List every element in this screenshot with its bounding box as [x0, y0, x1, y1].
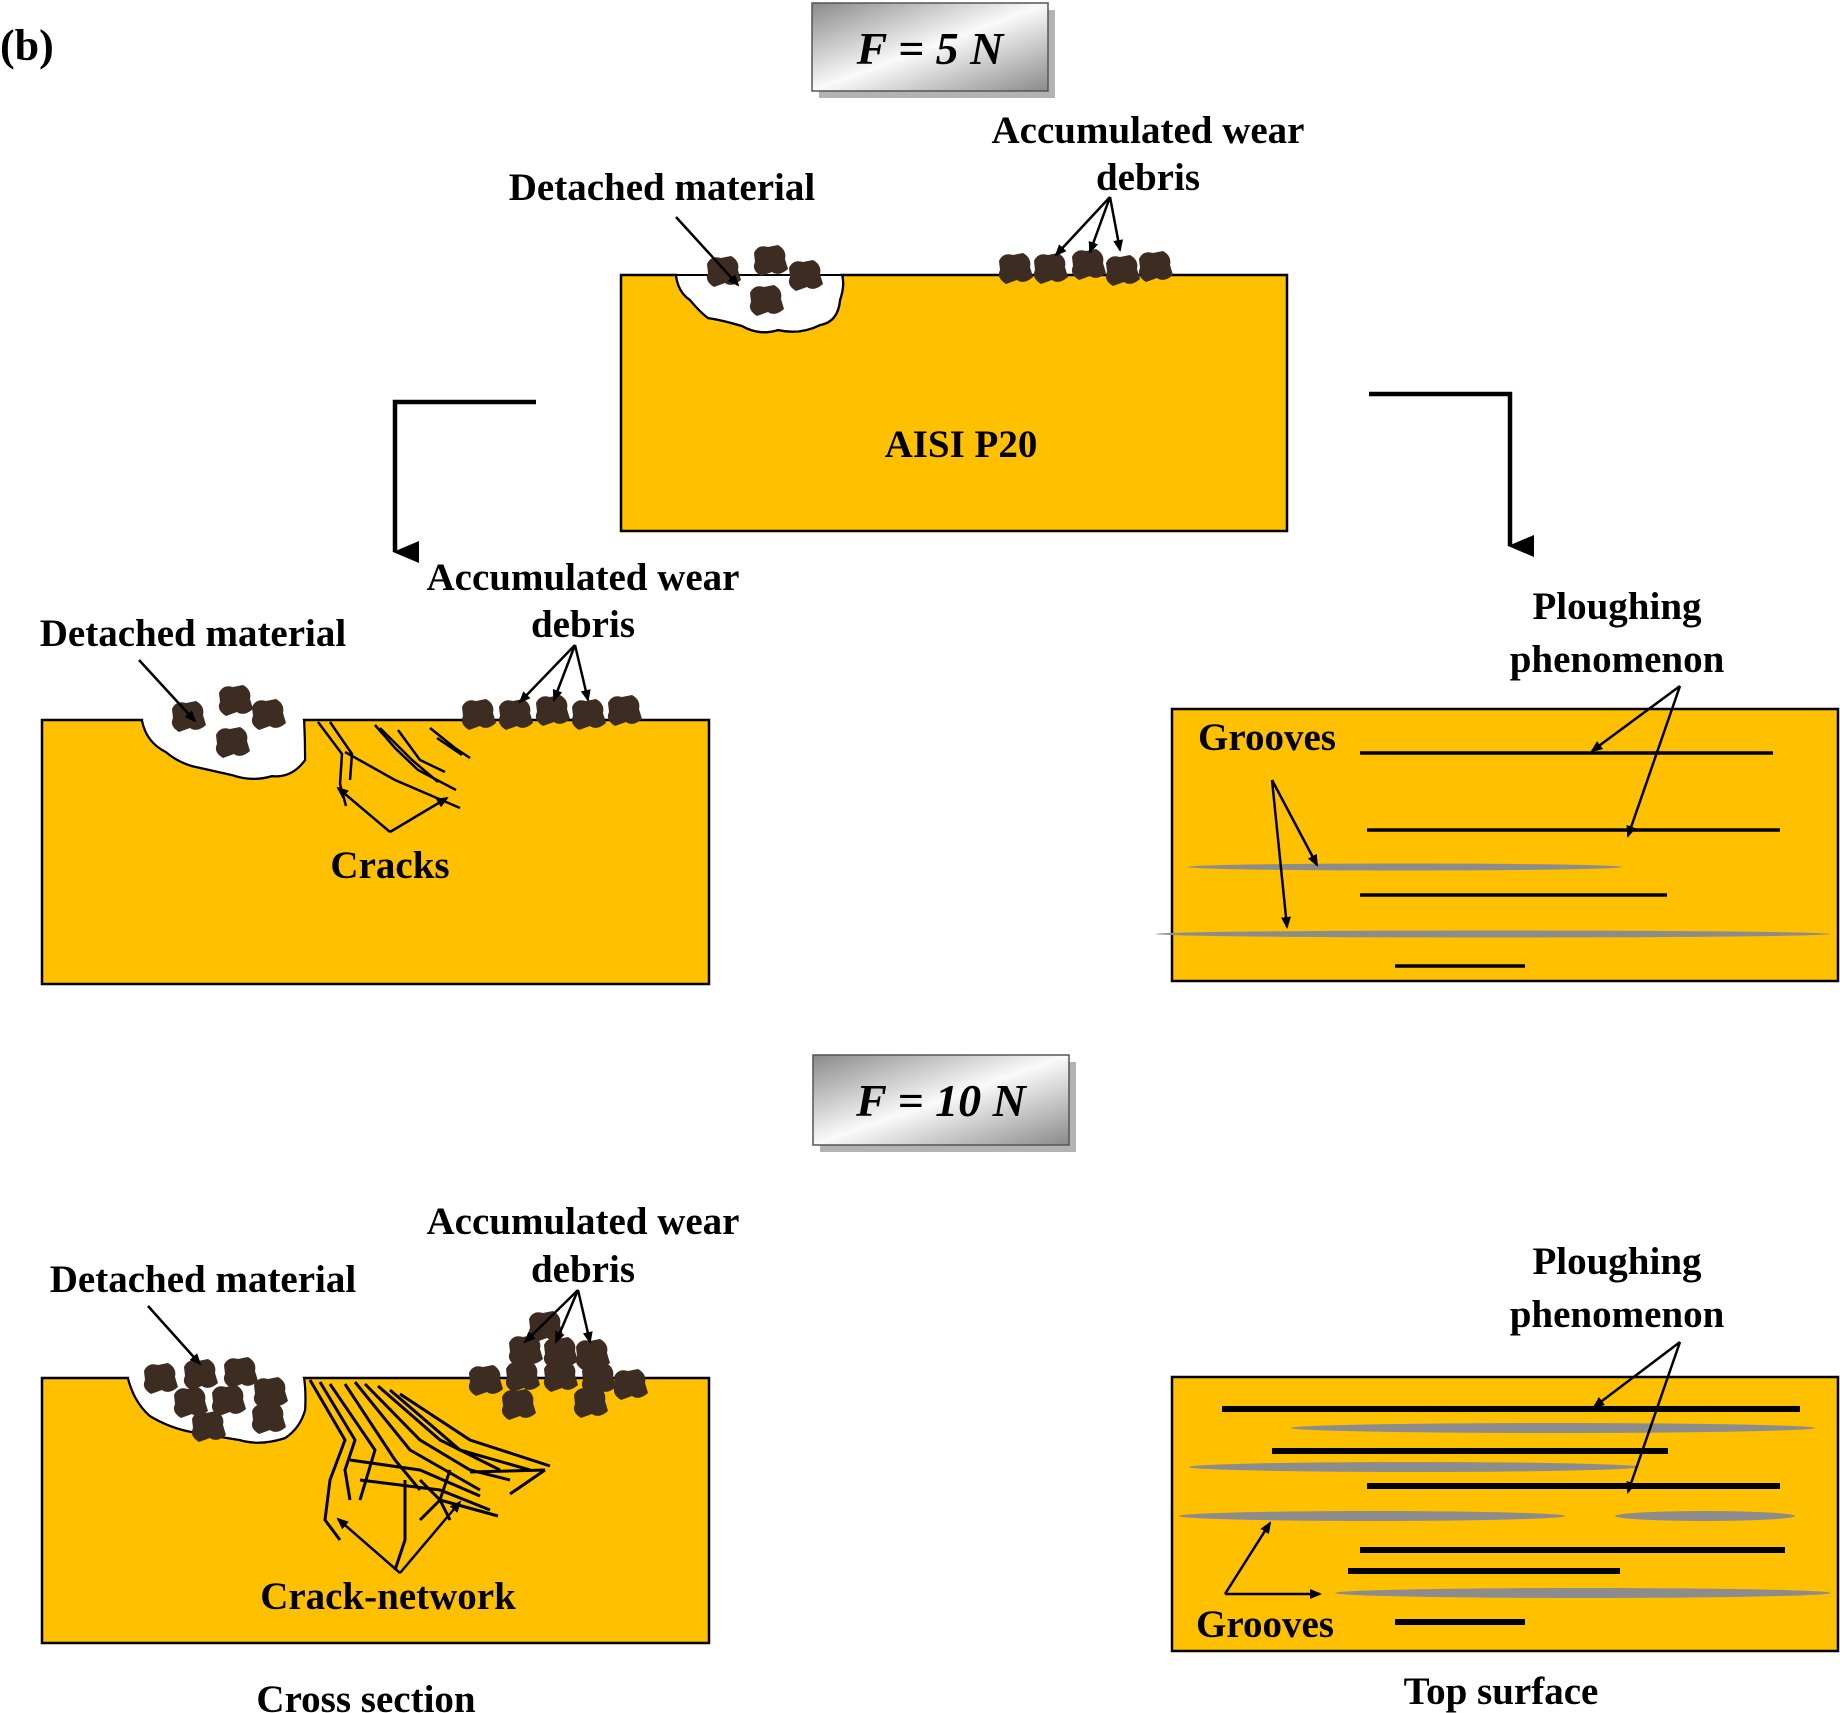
arrow-icon [1626, 685, 1682, 838]
ploughing-label-line1: Ploughing [1532, 585, 1702, 628]
arrow-icon [336, 786, 391, 833]
groove-mark [1189, 1462, 1639, 1472]
arrow-icon [138, 659, 197, 723]
arrow-icon [1626, 1341, 1682, 1494]
groove-mark [1179, 1511, 1565, 1521]
arrow-to-cross-section [392, 399, 536, 563]
arrow-icon [518, 644, 576, 704]
ploughing-label-line2: phenomenon [1510, 638, 1725, 681]
top-surface-5n: Grooves Ploughing phenomenon [1156, 585, 1840, 983]
grooves-label: Grooves [1196, 1603, 1334, 1646]
arrow-icon [399, 1500, 462, 1574]
caption-top-surface: Top surface [1404, 1670, 1599, 1713]
arrow-icon [573, 644, 591, 702]
debris-label-line2: debris [531, 1248, 635, 1291]
arrow-icon [1592, 1341, 1681, 1409]
groove-mark [1615, 1511, 1795, 1521]
arrow-to-top-surface [1369, 391, 1534, 557]
groove-mark [1335, 1588, 1831, 1598]
detached-material-label: Detached material [509, 166, 816, 209]
groove-mark [1291, 1423, 1815, 1433]
crack-network-drawing [308, 1379, 551, 1571]
top-surface-10n: Grooves Ploughing phenomenon [1170, 1240, 1840, 1653]
arrow-icon [1270, 779, 1319, 867]
force-label-10n: F = 10 N [855, 1075, 1028, 1126]
arrow-icon [1223, 1521, 1272, 1595]
grooves-label: Grooves [1198, 716, 1336, 759]
detached-material-label: Detached material [50, 1258, 357, 1301]
force-box-5n: F = 5 N [811, 2, 1055, 98]
arrow-icon [147, 1305, 202, 1366]
debris-label-line1: Accumulated wear [426, 1200, 739, 1243]
arrow-icon [1088, 196, 1112, 254]
arrow-icon [552, 644, 577, 702]
caption-cross-section: Cross section [256, 1678, 475, 1713]
arrow-icon [523, 1289, 579, 1344]
detached-material-label: Detached material [40, 612, 347, 655]
arrow-icon [336, 1517, 401, 1574]
cross-section-5n: Cracks Detached material Accumulated wea… [40, 556, 740, 986]
ploughing-label-line2: phenomenon [1510, 1293, 1725, 1336]
arrow-icon [389, 796, 449, 834]
arrow-icon [554, 1289, 580, 1344]
arrow-icon [1108, 196, 1124, 252]
debris-label-line1: Accumulated wear [426, 556, 739, 599]
cracks-label: Cracks [330, 844, 449, 887]
arrow-icon [576, 1289, 593, 1344]
cross-section-10n: Crack-network Detached material Accumula… [40, 1200, 740, 1645]
material-label: AISI P20 [885, 423, 1038, 466]
debris-label-line1: Accumulated wear [991, 109, 1304, 152]
arrow-icon [1054, 196, 1111, 257]
groove-mark [1188, 863, 1622, 871]
debris-label-line2: debris [1096, 156, 1200, 199]
debris-label-line2: debris [531, 603, 635, 646]
panel-label: (b) [0, 21, 54, 70]
crack-network-label: Crack-network [260, 1575, 516, 1618]
arrow-icon [1590, 684, 1681, 753]
force-box-10n: F = 10 N [812, 1054, 1076, 1152]
ploughing-label-line1: Ploughing [1532, 1240, 1702, 1283]
groove-mark [1156, 930, 1830, 938]
arrow-icon [675, 216, 740, 287]
force-label-5n: F = 5 N [856, 23, 1006, 74]
arrow-icon [1270, 779, 1291, 929]
top-block-group: AISI P20 Detached material Accumulated w… [509, 109, 1305, 533]
